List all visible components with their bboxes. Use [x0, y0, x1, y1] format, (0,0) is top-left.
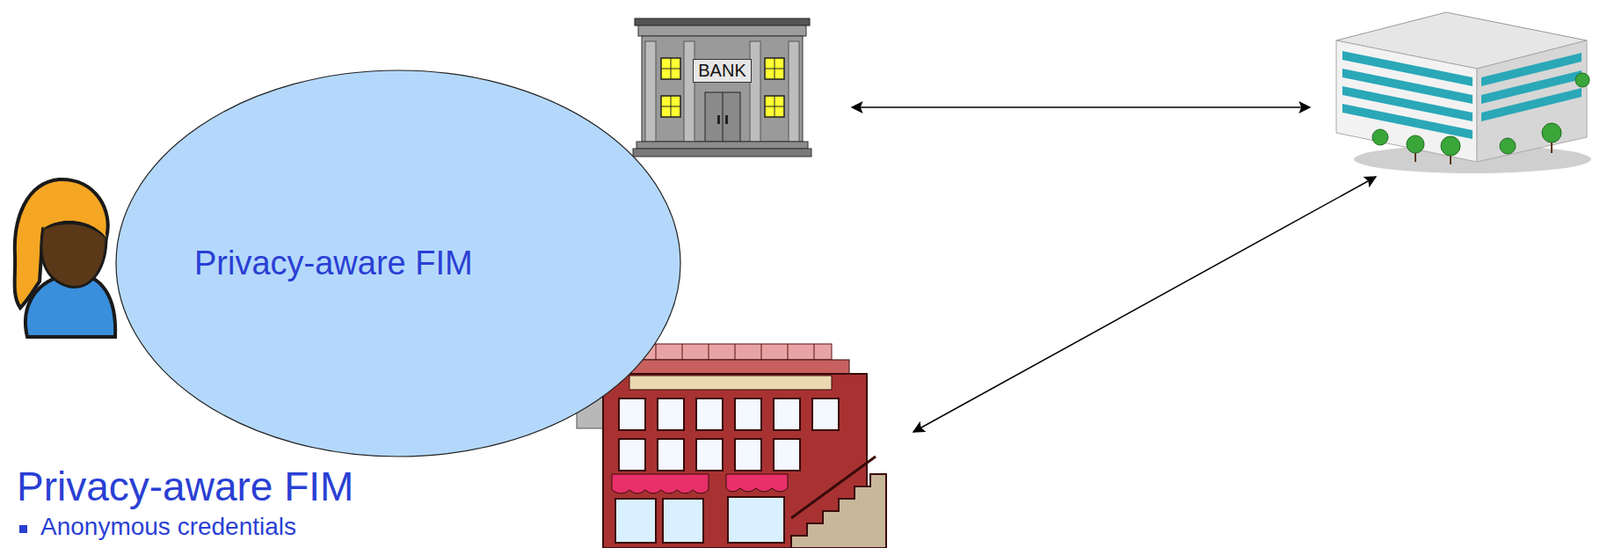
person-icon: [14, 179, 117, 337]
region-title: Privacy-aware FIM: [194, 244, 473, 284]
ellipse-shape: [116, 70, 681, 457]
bullet-text: Anonymous credentials: [40, 513, 297, 541]
bank-node: BANK: [632, 18, 812, 157]
slide-heading: Privacy-aware FIM: [16, 464, 354, 510]
bullet-mark: [19, 524, 28, 533]
office-building-icon: [1336, 12, 1592, 174]
sign-text: BANK: [692, 58, 751, 83]
bank-icon: [632, 18, 812, 157]
region-ellipse: Privacy-aware FIM: [115, 69, 682, 458]
